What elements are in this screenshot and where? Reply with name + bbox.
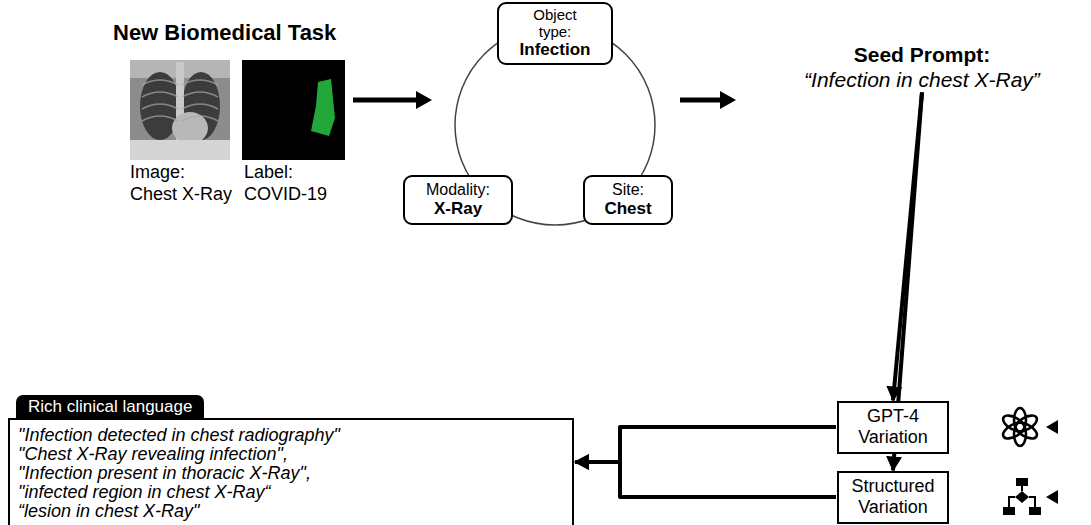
node-text: Label:: [244, 162, 360, 184]
node-text: Structured Variation: [844, 476, 942, 519]
node-text: Chest X-Ray: [130, 184, 246, 206]
node-text: GPT-4 Variation: [844, 406, 942, 449]
attribute-box: Site:Chest: [583, 175, 673, 225]
node-text: "Infection detected in chest radiography…: [18, 426, 564, 445]
output-panel: Rich clinical language"Infection detecte…: [8, 418, 574, 525]
node-text: “lesion in chest X-Ray": [18, 502, 564, 521]
process-box: Structured Variation: [837, 471, 949, 524]
node-text: Modality:: [410, 180, 506, 199]
process-box: GPT-4 Variation: [837, 401, 949, 454]
node-text: Infection: [504, 40, 606, 60]
node-text: "Infection present in thoracic X-Ray",: [18, 464, 564, 483]
arrow-head: [1046, 420, 1058, 434]
flow-connector: [575, 427, 836, 462]
node-text: "Chest X-Ray revealing infection",: [18, 445, 564, 464]
segmentation-mask-image: [242, 60, 345, 160]
attribute-box: Modality:X-Ray: [403, 175, 513, 225]
node-text: Seed Prompt:: [760, 42, 1084, 67]
arrow-head: [1046, 490, 1058, 504]
node-text: "infected region in chest X-Ray“: [18, 483, 564, 502]
node-text: X-Ray: [410, 199, 506, 219]
panel-heading: Rich clinical language: [16, 395, 204, 419]
node-text: COVID-19: [244, 184, 360, 206]
image-caption: Label:COVID-19: [244, 162, 360, 205]
attribute-box: Object type:Infection: [497, 2, 613, 65]
diagram-title: New Biomedical Task: [113, 20, 336, 46]
node-text: “Infection in chest X-Ray”: [760, 67, 1084, 92]
image-caption: Image:Chest X-Ray: [130, 162, 246, 205]
flowchart-icon: [1000, 476, 1044, 518]
flow-connector: [575, 462, 836, 497]
chest-xray-image: [130, 60, 230, 160]
seed-prompt: Seed Prompt:“Infection in chest X-Ray”: [760, 42, 1084, 92]
openai-icon: [996, 405, 1044, 449]
node-text: Object type:: [524, 7, 586, 40]
node-text: Chest: [590, 199, 666, 219]
node-text: Image:: [130, 162, 246, 184]
node-text: Site:: [590, 180, 666, 199]
flow-arrow: [353, 91, 736, 109]
